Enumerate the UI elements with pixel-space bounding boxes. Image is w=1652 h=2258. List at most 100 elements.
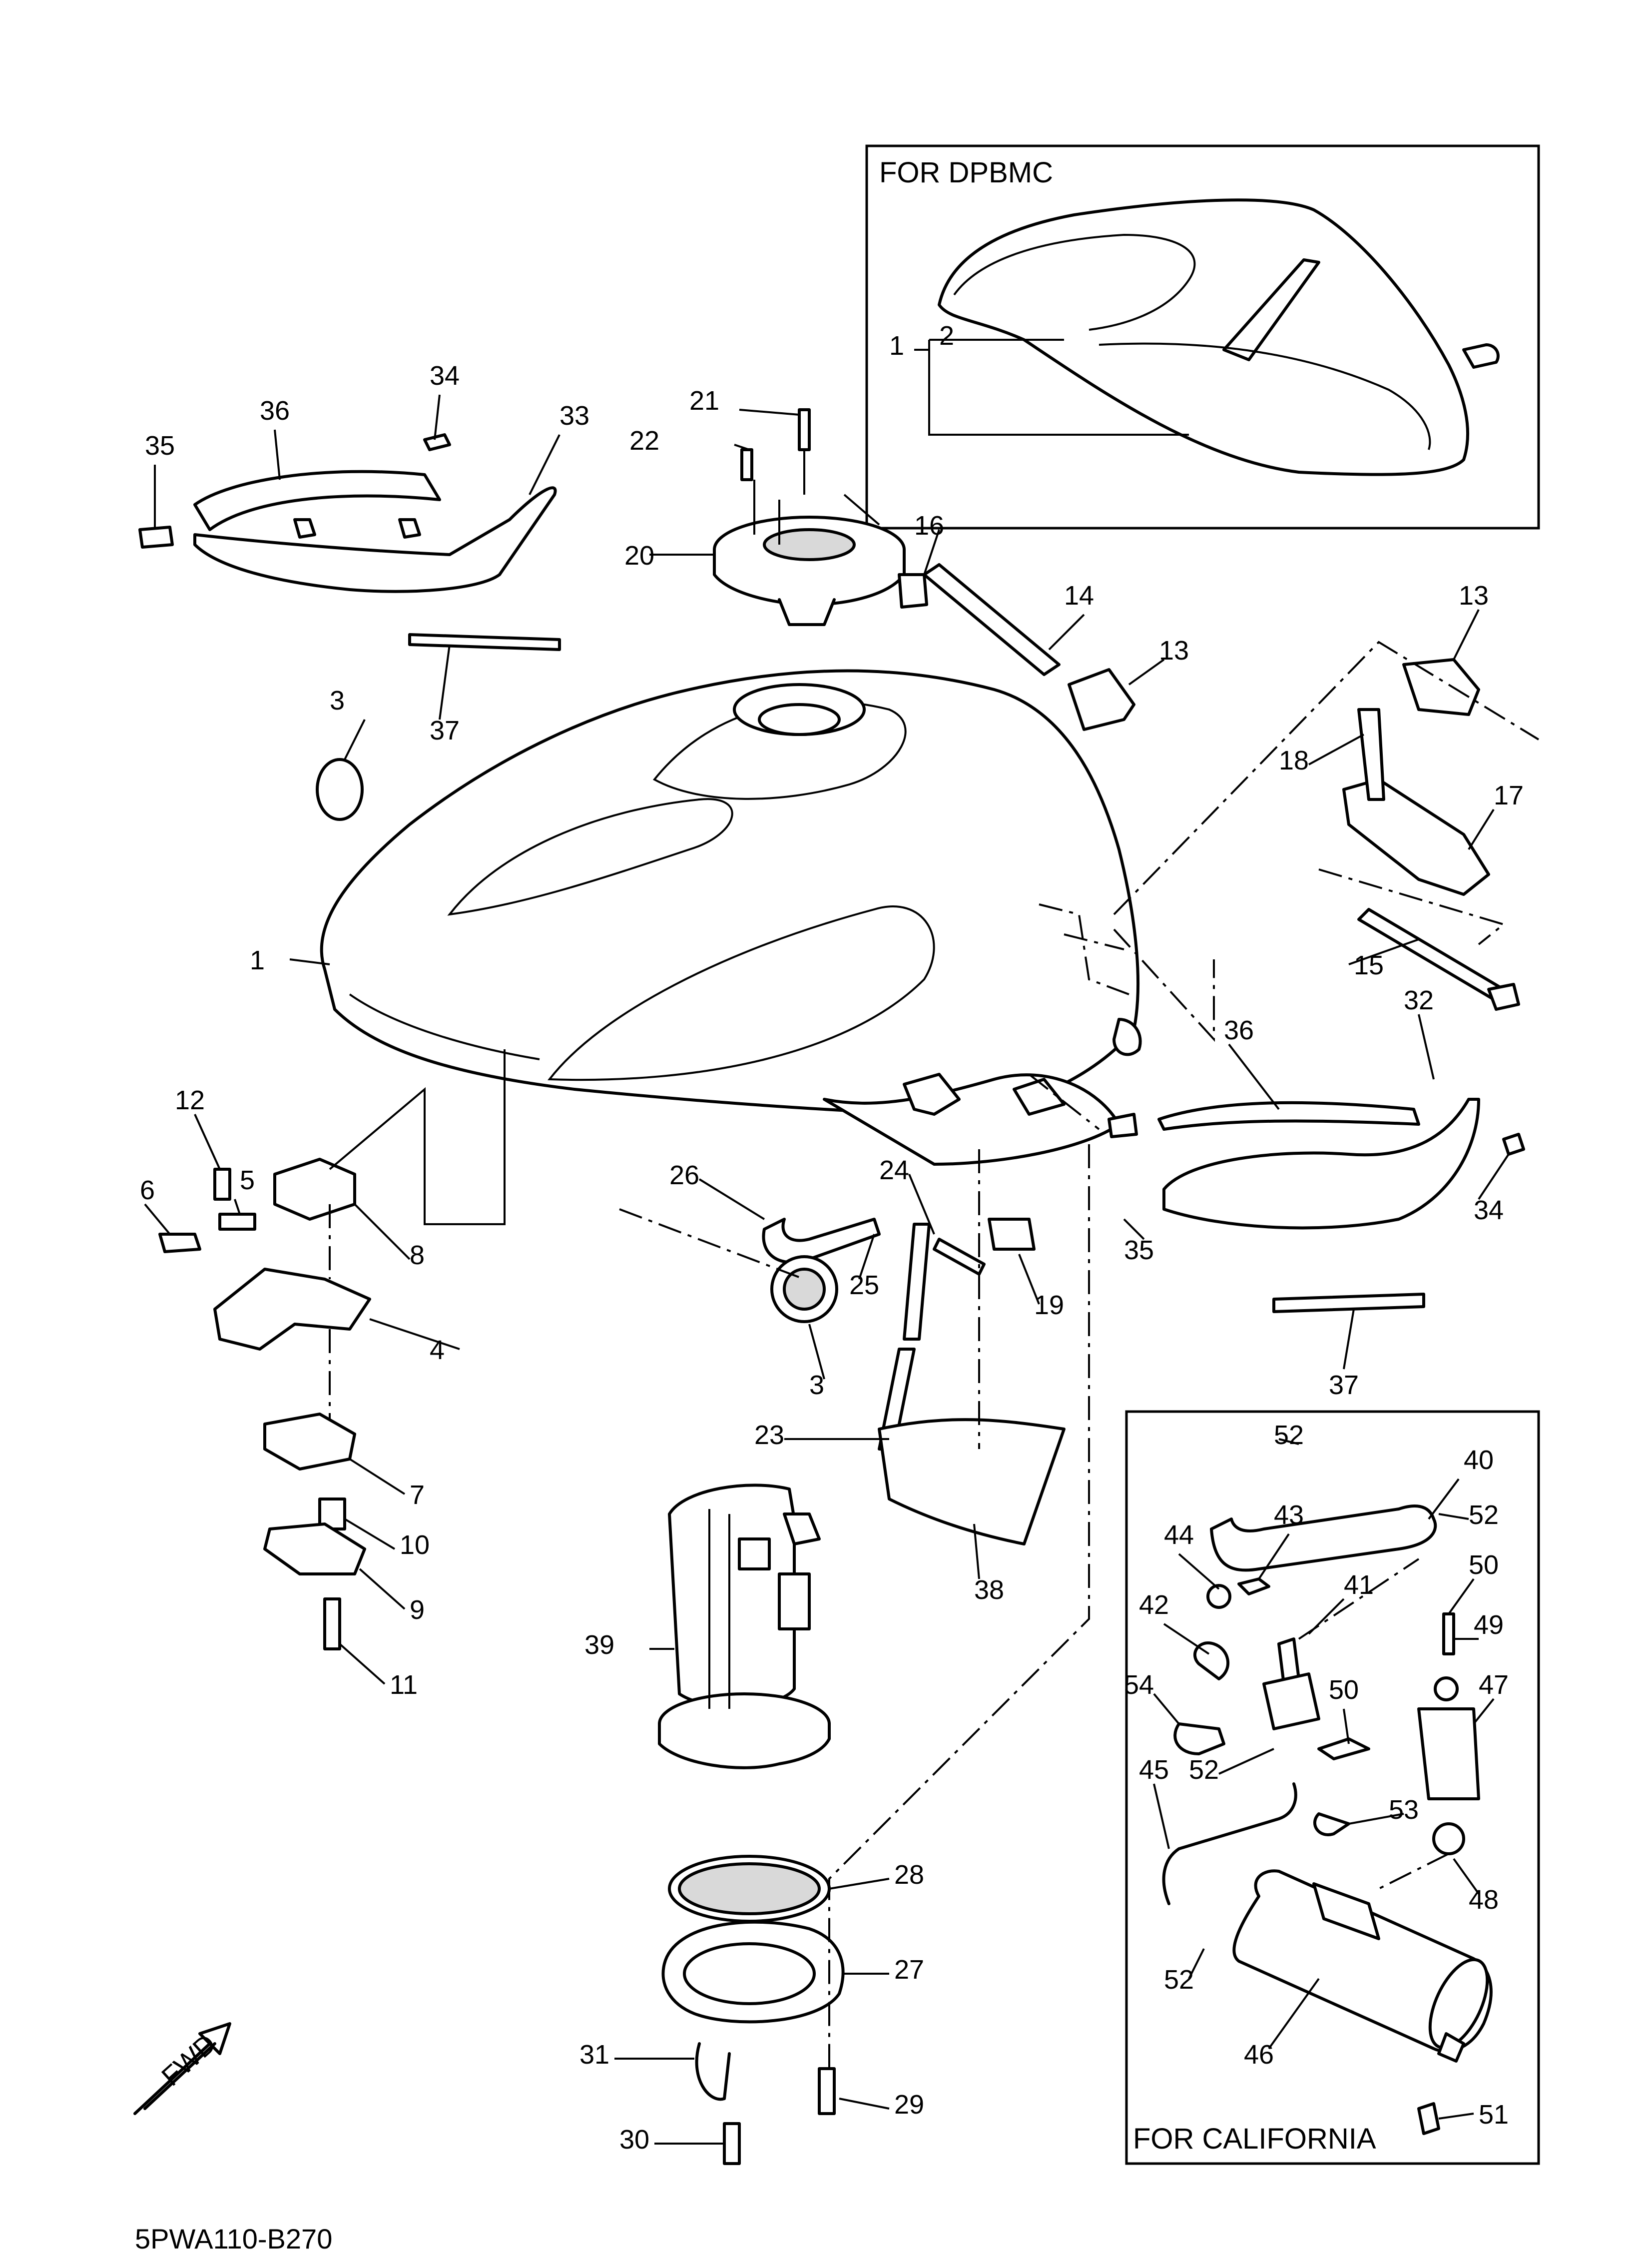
canister-end [1428,1958,1489,2050]
callout-25: 25 [849,1270,879,1300]
decal-stripe-accent [1222,258,1320,361]
callout-16: 16 [914,511,944,541]
front-mount-stack [158,1049,506,1650]
clip-53 [1313,1812,1350,1836]
decal-set-dpbmc [938,198,1500,476]
callout-37: 37 [1329,1370,1359,1400]
cap-lid-20 [763,528,856,561]
side-cover-32 [1162,1098,1480,1230]
screw-12 [213,1168,231,1201]
side-cover-33 [193,486,557,593]
callout-47: 47 [1479,1670,1509,1700]
clamp-42 [1193,1641,1229,1680]
bracket-4 [213,1268,371,1351]
callout-29: 29 [894,2090,924,2120]
callout-31: 31 [579,2040,609,2070]
california-dash [1298,1558,1449,1890]
decal-stripe-upper [953,233,1196,331]
leaders-b [923,529,1480,765]
leader-lines [144,394,1510,2145]
callout-35: 35 [1124,1235,1154,1265]
pump-flange-rim [658,1722,831,1769]
damper-35b [1107,1113,1138,1138]
inset-dpbmc: FOR DPBMC [865,144,1540,530]
callout-36: 36 [260,396,290,426]
leaders-h [144,434,560,1260]
plate-9 [263,1522,366,1575]
gasket-28-inner [678,1862,821,1915]
callout-34: 34 [1474,1195,1504,1225]
pump-ribs [708,1509,730,1709]
rear-mount-dash [1113,641,1540,1042]
canister-outlet [1437,2032,1465,2063]
callout-51: 51 [1479,2100,1509,2130]
bolt-18 [1357,708,1385,801]
canister-bracket [1312,1882,1380,1940]
grommet-48 [1432,1822,1465,1855]
strip-37a [408,633,561,651]
hose-25 [762,1218,881,1264]
bolt-15-head [1487,983,1520,1011]
callout-42: 42 [1139,1590,1169,1620]
inset-california-frame [1125,1410,1540,2165]
tank-bracket-left [903,1073,961,1116]
callout-23: 23 [754,1420,784,1450]
damper-13a [1068,668,1135,731]
callout-21: 21 [689,386,719,416]
side-cover-right [1107,1098,1525,1313]
callout-8: 8 [410,1240,425,1270]
callout-5: 5 [240,1165,255,1195]
trim-strip-36b [1157,1101,1420,1131]
screw-22 [740,448,753,481]
callout-45: 45 [1139,1755,1169,1785]
callouts: 1 1 2 3 3 4 5 6 7 8 9 10 11 12 13 13 14 … [140,321,1524,2155]
washer-44 [1206,1584,1231,1609]
callout-18: 18 [1279,746,1309,775]
sheet-38 [878,1418,1066,1545]
plate-27-opening [683,1942,816,2005]
callout-13: 13 [1459,581,1489,611]
callout-7: 7 [410,1480,425,1510]
rear-mount-dash-2 [1318,868,1506,945]
trim-strip-36a [193,470,441,531]
cap-3-lower-inner [783,1268,826,1311]
inset-california-label: FOR CALIFORNIA [1133,2123,1376,2155]
callout-33: 33 [559,401,589,431]
canister-46 [1232,1869,1493,2063]
leaders-l [1218,1438,1474,2120]
callout-50: 50 [1469,1550,1499,1580]
callout-15: 15 [1354,950,1384,980]
vent-41-body [1262,1672,1320,1730]
callout-3: 3 [330,686,345,716]
mount-lead-lines [329,1049,506,1225]
pump-filter-block [738,1537,771,1570]
pump-body [668,1484,796,1708]
leaders-m [1153,1693,1404,1979]
hose-dash [619,1073,1100,1280]
leaders-j [1153,1533,1345,1849]
fuel-tank-1 [320,669,1142,1166]
clamp-54 [1173,1722,1225,1755]
pump-outlet [783,1512,821,1545]
decal-contour [1099,342,1431,450]
canister-body [1232,1869,1493,2053]
callout-35: 35 [145,431,175,461]
callout-10: 10 [400,1530,430,1560]
callout-6: 6 [140,1175,155,1205]
tank-rear-hook [1112,1018,1142,1056]
screw-34b [1502,1133,1525,1156]
callout-40: 40 [1464,1445,1494,1475]
inset-dpbmc-frame [865,144,1540,530]
callout-1: 1 [889,331,904,361]
tank-side-panel-upper [447,798,733,916]
bracket-1-2 [914,339,1189,436]
callout-32: 32 [1404,985,1434,1015]
callout-22: 22 [629,426,659,456]
bolt-11 [323,1597,341,1650]
tank-side-panel-lower [548,905,935,1081]
leaders-e [614,1438,980,2145]
tank-hidden-mount [1039,903,1129,995]
callout-53: 53 [1389,1795,1419,1825]
cap-3-upper [316,758,364,821]
callout-37: 37 [430,716,460,746]
